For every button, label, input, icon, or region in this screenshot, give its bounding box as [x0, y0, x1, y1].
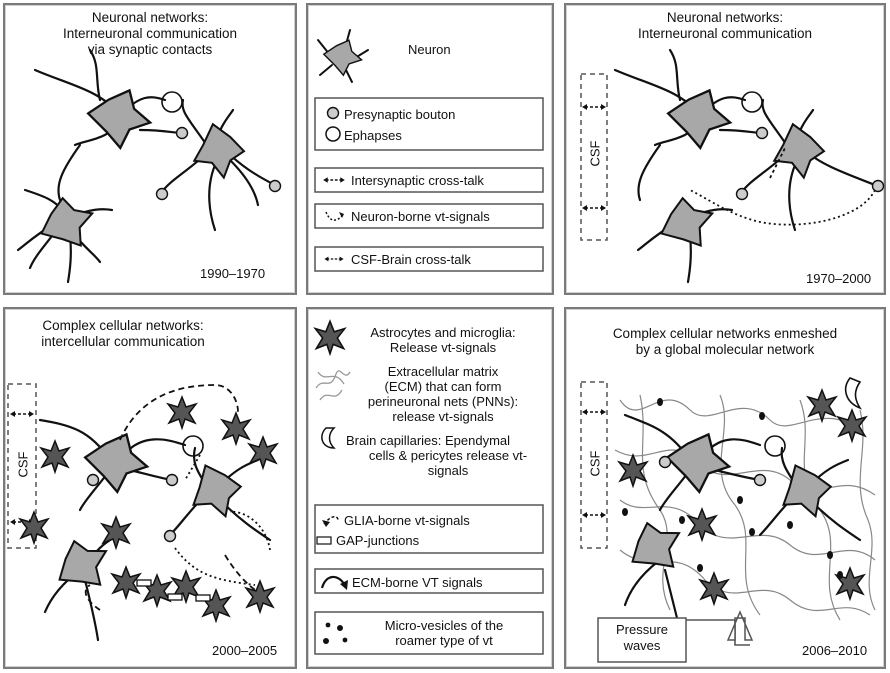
legend-astrocytes-line2: Release vt-signals: [389, 340, 497, 355]
panel1-network: [16, 48, 277, 284]
pressure-waves-label: Pressure waves: [598, 622, 686, 654]
legend-glia-borne: GLIA-borne vt-signals: [344, 513, 470, 528]
legend-top-icons: [314, 29, 544, 272]
legend-neuron-borne: Neuron-borne vt-signals: [351, 209, 490, 224]
panel3-title-line2: intercellular communication: [41, 334, 205, 349]
legend-ecm-line3: perineuronal nets (PNNs):: [367, 394, 519, 409]
legend-presynaptic-bouton: Presynaptic bouton: [344, 107, 456, 122]
legend-capillaries: Brain capillaries: Ependymal cells & per…: [346, 433, 550, 478]
legend-gap-junctions: GAP-junctions: [336, 533, 420, 548]
panel3-csf-label: CSF: [15, 451, 31, 478]
panel3-title-line1: Complex cellular networks:: [42, 318, 204, 333]
legend-intersynaptic: Intersynaptic cross-talk: [351, 173, 484, 188]
legend-astrocytes: Astrocytes and microglia: Release vt-sig…: [356, 325, 530, 355]
legend-neuron: Neuron: [408, 42, 451, 57]
legend-microvesicles: Micro-vesicles of the roamer type of vt: [354, 618, 534, 648]
legend-microvesicles-line1: Micro-vesicles of the: [384, 618, 504, 633]
legend-ephapses: Ephapses: [344, 128, 402, 143]
legend-bottom-panel: [306, 307, 554, 669]
legend-csf-brain: CSF-Brain cross-talk: [351, 252, 471, 267]
pressure-line2: waves: [623, 638, 661, 653]
csf-box-p2: [580, 73, 608, 241]
panel4-title: Complex cellular networks enmeshed by a …: [564, 326, 886, 358]
panel1-title: Neuronal networks: Interneuronal communi…: [3, 10, 297, 58]
legend-microvesicles-line2: roamer type of vt: [395, 633, 493, 648]
legend-ecm-line1: Extracellular matrix: [387, 364, 499, 379]
panel4-csf-label: CSF: [587, 450, 603, 477]
legend-bottom-icons: [314, 320, 544, 655]
legend-ecm-line2: (ECM) that can form: [384, 379, 502, 394]
legend-ecm: Extracellular matrix (ECM) that can form…: [348, 364, 538, 424]
panel4-title-line1: Complex cellular networks enmeshed: [612, 326, 838, 341]
panel2-title-line2: Interneuronal communication: [637, 26, 813, 41]
legend-ecm-line4: release vt-signals: [392, 409, 494, 424]
panel4-title-line2: by a global molecular network: [635, 342, 815, 357]
panel-1970-2000: [564, 3, 886, 295]
csf-box-p3: [7, 383, 37, 549]
panel1-year: 1990–1970: [200, 266, 266, 281]
panel3-title: Complex cellular networks: intercellular…: [3, 318, 243, 350]
panel1-title-line1: Neuronal networks:: [91, 10, 209, 25]
legend-ecm-borne: ECM-borne VT signals: [352, 575, 483, 590]
pressure-box: [597, 617, 687, 663]
legend-capillaries-line2: cells & pericytes release vt-: [368, 448, 528, 463]
panel-1990-1970: [3, 3, 297, 295]
panel3-year: 2000–2005: [212, 643, 278, 658]
legend-capillaries-line3: signals: [427, 463, 469, 478]
panel2-title: Neuronal networks: Interneuronal communi…: [564, 10, 886, 42]
panel2-title-line1: Neuronal networks:: [666, 10, 784, 25]
panel1-title-line2: Interneuronal communication: [62, 26, 238, 41]
panel2-csf-label: CSF: [587, 140, 603, 167]
panel1-title-line3: via synaptic contacts: [87, 42, 213, 57]
panel-2000-2005: [3, 307, 297, 669]
legend-capillaries-line1: Brain capillaries: Ependymal: [346, 433, 511, 448]
panel4-year: 2006–2010: [802, 643, 868, 658]
panel2-year: 1970–2000: [806, 271, 872, 286]
csf-box-p4: [580, 381, 608, 549]
pressure-line1: Pressure: [615, 622, 669, 637]
legend-astrocytes-line1: Astrocytes and microglia:: [370, 325, 516, 340]
